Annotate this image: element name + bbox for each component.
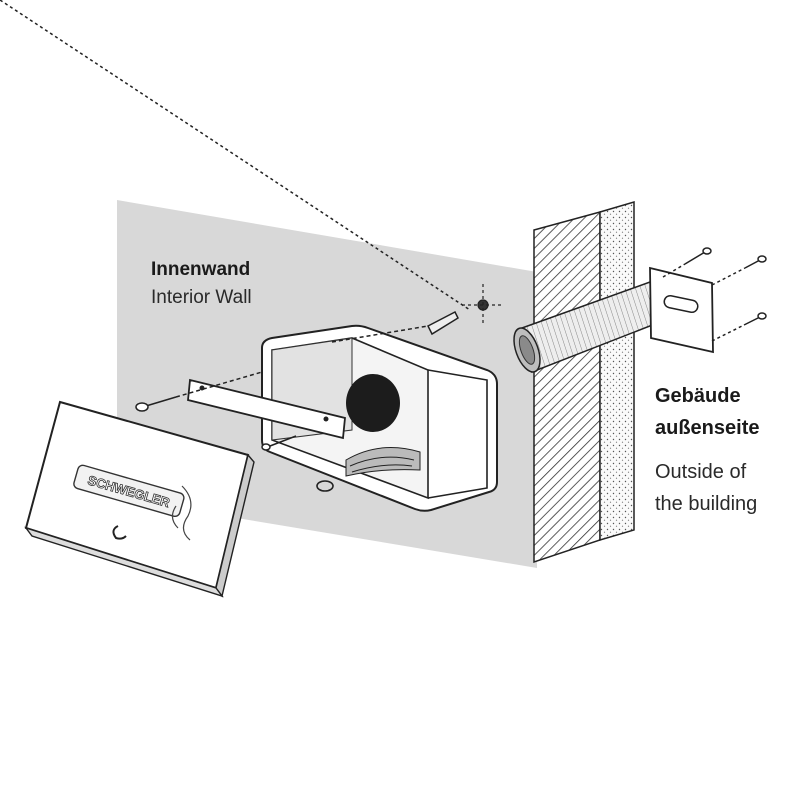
entrance-hole: [346, 374, 400, 432]
hook-icon: [316, 480, 334, 492]
interior-wall-label-en: Interior Wall: [151, 287, 252, 308]
outside-label-en-line2: the building: [655, 493, 758, 515]
building-wall-section: [533, 200, 635, 564]
outside-screw-icon: [662, 247, 767, 342]
mounting-bar: [187, 378, 346, 440]
wall-pipe: [513, 281, 661, 374]
outside-mounting-plate: [649, 266, 714, 354]
nest-box: [261, 324, 498, 512]
front-cover: SCHWEGLER: [24, 400, 255, 598]
outside-label-de-line2: außenseite: [655, 417, 760, 439]
interior-screw-icon: [0, 0, 471, 451]
outside-label-de-line1: Gebäude: [655, 385, 741, 407]
drill-mark-icon: [462, 284, 504, 326]
interior-wall-label-de: Innenwand: [151, 259, 251, 280]
outside-label-en-line1: Outside of: [655, 461, 747, 483]
